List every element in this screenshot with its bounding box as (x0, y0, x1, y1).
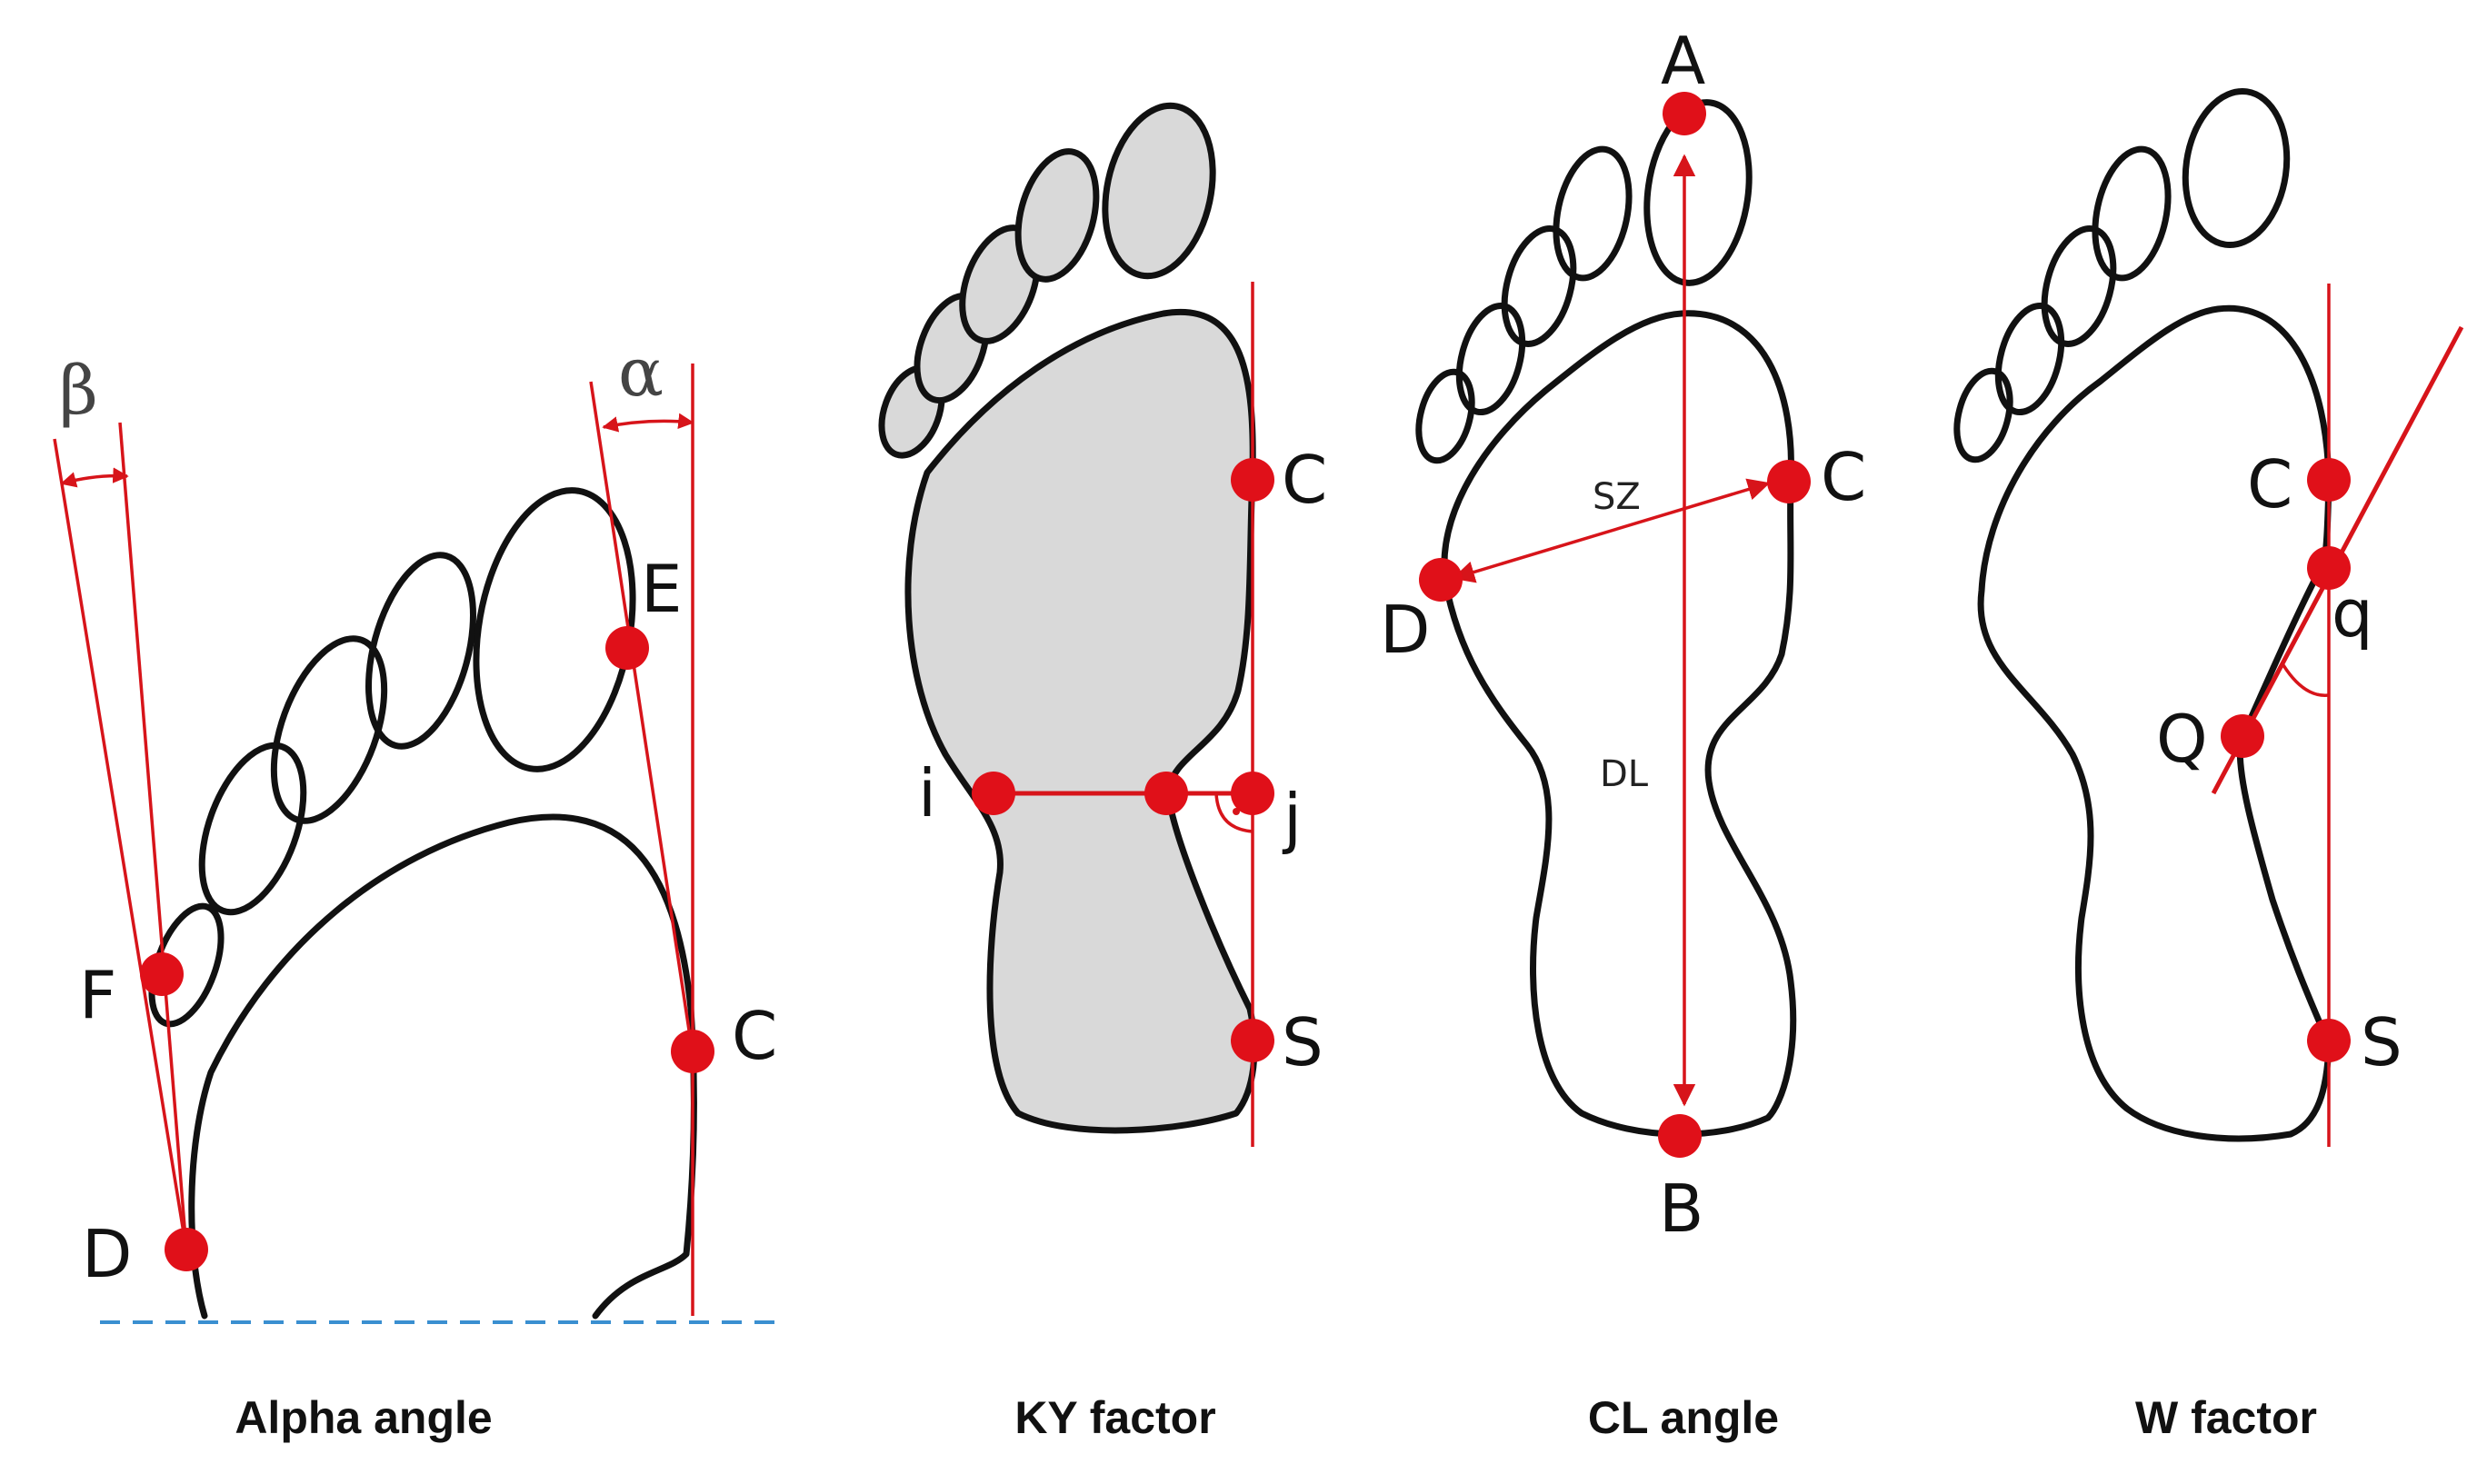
right-angle-mark (1214, 792, 1253, 833)
label-s: S (2361, 1004, 2402, 1081)
toe-5 (1415, 368, 1475, 464)
toe-4 (198, 742, 307, 916)
line-beta-2 (118, 422, 188, 1250)
label-c: C (1821, 439, 1866, 515)
label-j: j (1282, 780, 1302, 856)
label-b: B (1659, 1170, 1703, 1247)
toe-2 (1553, 145, 1633, 282)
point-d (165, 1228, 208, 1271)
point-c (671, 1030, 714, 1073)
label-a: A (1661, 23, 1705, 99)
point-f (140, 952, 184, 996)
point-q-large (2221, 714, 2264, 758)
panel-alpha-angle: E F C D β α Alpha angle (53, 334, 782, 1443)
label-i: i (918, 755, 936, 832)
caption-alpha-angle: Alpha angle (235, 1392, 492, 1443)
toe-1 (2182, 87, 2291, 249)
foot-outline (904, 308, 1258, 1134)
label-s: S (1282, 1004, 1323, 1081)
point-b (1658, 1114, 1702, 1158)
point-i (972, 772, 1015, 815)
point-c (1767, 460, 1811, 503)
label-q-large: Q (2156, 701, 2208, 777)
point-e (605, 626, 649, 670)
toe-4 (1455, 302, 1526, 416)
line-beta-1 (53, 438, 188, 1250)
label-alpha: α (618, 334, 664, 412)
point-q-small (2307, 546, 2351, 590)
panel-ky-factor: C i j S KY factor (878, 102, 1327, 1443)
point-a (1663, 92, 1706, 135)
label-c: C (1282, 442, 1327, 518)
label-dl: DL (1600, 753, 1649, 795)
toe-3 (1501, 225, 1577, 347)
toe-3 (270, 635, 388, 824)
caption-ky-factor: KY factor (1014, 1392, 1215, 1443)
caption-cl-angle: CL angle (1588, 1392, 1779, 1443)
point-mid (1144, 772, 1188, 815)
toe-2 (365, 552, 476, 750)
label-f: F (79, 957, 116, 1033)
toe-4 (1994, 302, 2065, 416)
panel-w-factor: C q Q S W factor (1953, 87, 2464, 1443)
toe-1 (1102, 102, 1216, 280)
foot-outline (1977, 304, 2332, 1142)
label-beta: β (59, 352, 98, 430)
line-sz (1452, 478, 1771, 583)
label-q-small: q (2332, 575, 2373, 652)
foot-outline (1441, 310, 1797, 1138)
point-j (1231, 772, 1274, 815)
toe-2 (2092, 145, 2172, 282)
panel-cl-angle: A C D B SZ DL CL angle (1380, 23, 1866, 1443)
point-d (1419, 558, 1463, 602)
point-s (1231, 1019, 1274, 1062)
beta-arc (60, 467, 129, 488)
tangent-line-ec (589, 381, 694, 1055)
label-d: D (1380, 592, 1430, 668)
toe-5 (1953, 367, 2013, 463)
label-c: C (2247, 446, 2292, 523)
angle-arc (2282, 664, 2330, 697)
point-c (2307, 458, 2351, 502)
label-e: E (641, 551, 683, 627)
alpha-arc (602, 413, 694, 433)
point-c (1231, 458, 1274, 502)
point-s (2307, 1019, 2351, 1062)
label-d: D (82, 1216, 132, 1292)
toe-3 (2041, 225, 2117, 347)
label-c: C (732, 998, 777, 1074)
toe-2 (1014, 148, 1100, 283)
caption-w-factor: W factor (2135, 1392, 2317, 1443)
label-sz: SZ (1593, 476, 1641, 518)
foot-outline (188, 813, 697, 1320)
right-angle-dot (1233, 808, 1240, 815)
